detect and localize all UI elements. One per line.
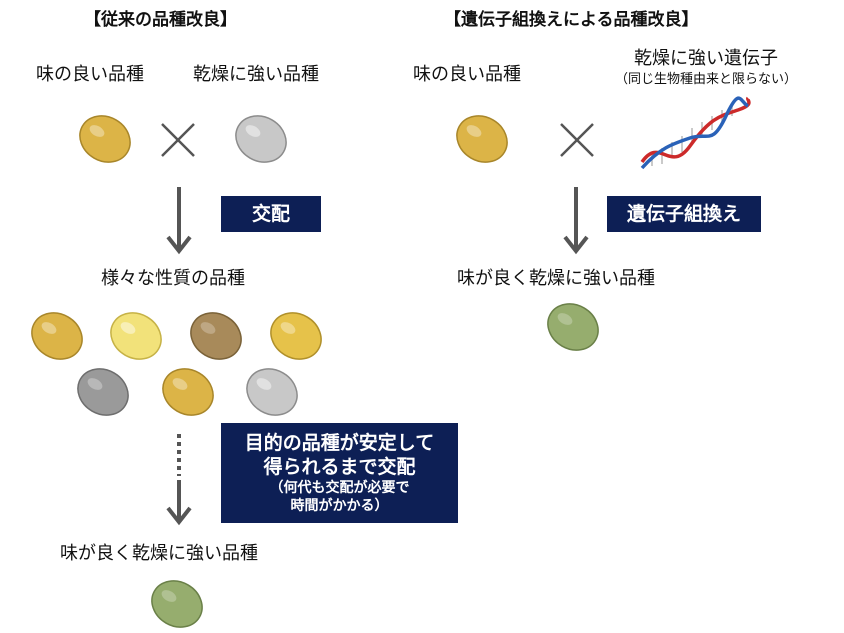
- bean-icon: [79, 115, 131, 163]
- bean-icon: [77, 368, 129, 416]
- crossbreeding-label: 交配: [251, 203, 290, 225]
- bean-icon: [110, 312, 162, 360]
- bean-icon: [235, 115, 287, 163]
- repeat-note-line1: 目的の品種が安定して: [244, 432, 435, 454]
- right-gene-label: 乾燥に強い遺伝子: [634, 48, 778, 69]
- bean-icon: [190, 312, 242, 360]
- left-parent-a-label: 味の良い品種: [36, 64, 144, 85]
- bean-icon: [246, 368, 298, 416]
- bean-icon: [162, 368, 214, 416]
- right-gene-sub-label: （同じ生物種由来と限らない）: [615, 72, 798, 87]
- down-arrow-icon: [166, 187, 192, 255]
- dotted-down-arrow-icon: [166, 434, 192, 526]
- repeat-crossbreeding-box: 目的の品種が安定して 得られるまで交配 （何代も交配が必要で 時間がかかる）: [221, 423, 458, 523]
- gene-recombination-label: 遺伝子組換え: [626, 203, 741, 225]
- right-parent-a-label: 味の良い品種: [413, 64, 521, 85]
- repeat-note-sub1: （何代も交配が必要で: [269, 480, 410, 496]
- left-heading: 【従来の品種改良】: [84, 10, 237, 30]
- repeat-note-line2: 得られるまで交配: [263, 456, 416, 478]
- left-middle-label: 様々な性質の品種: [101, 268, 245, 289]
- left-parent-b-label: 乾燥に強い品種: [193, 64, 319, 85]
- cross-icon: [161, 123, 195, 157]
- bean-icon: [547, 303, 599, 351]
- bean-icon: [31, 312, 83, 360]
- dna-icon: [640, 96, 751, 170]
- gene-recombination-box: 遺伝子組換え: [607, 196, 761, 232]
- right-heading: 【遺伝子組換えによる品種改良】: [444, 10, 699, 30]
- right-result-label: 味が良く乾燥に強い品種: [457, 268, 655, 289]
- bean-icon: [151, 580, 203, 628]
- repeat-note-sub2: 時間がかかる）: [290, 498, 389, 514]
- left-result-label: 味が良く乾燥に強い品種: [60, 543, 258, 564]
- crossbreeding-box: 交配: [221, 196, 321, 232]
- down-arrow-icon: [563, 187, 589, 255]
- bean-icon: [456, 115, 508, 163]
- cross-icon: [560, 123, 594, 157]
- bean-icon: [270, 312, 322, 360]
